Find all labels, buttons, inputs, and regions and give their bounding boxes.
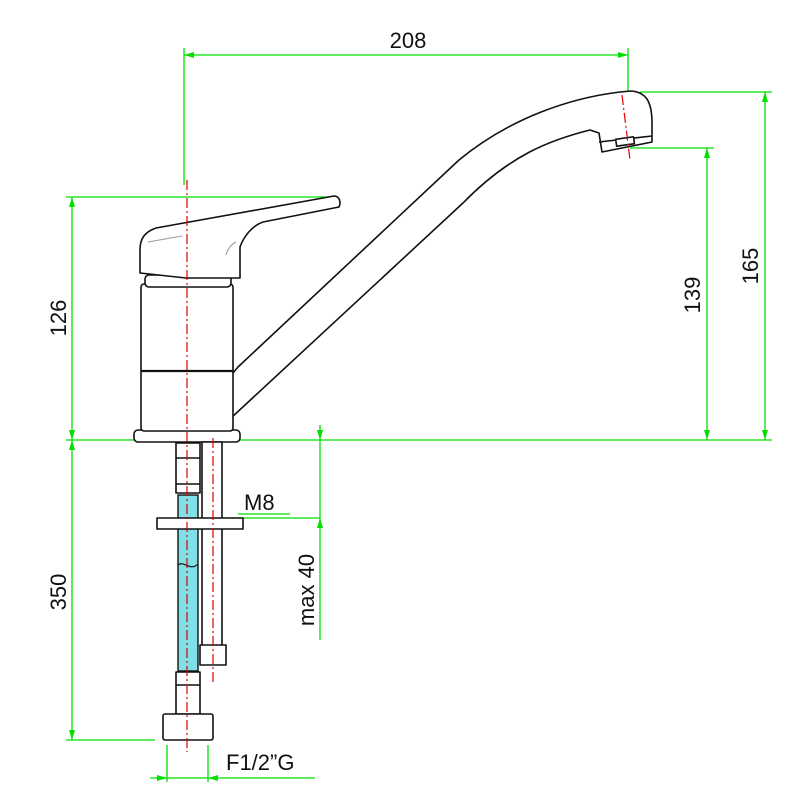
spout-height-top-label: 165 — [738, 248, 763, 285]
flexible-hose — [177, 494, 199, 672]
stud-thread-label: M8 — [244, 490, 275, 515]
width-label: 208 — [390, 28, 427, 53]
spout — [221, 90, 653, 419]
supply-hoses — [156, 94, 631, 752]
hose-length-label: 350 — [46, 574, 71, 611]
hose-connection-label: F1/2”G — [226, 750, 294, 775]
mounting-stud — [201, 441, 223, 648]
hose-top-nut — [175, 442, 201, 494]
mount-thickness-label: max 40 — [294, 554, 319, 626]
lever-handle — [139, 195, 341, 279]
hose-bottom-ferrule — [175, 671, 201, 715]
faucet — [133, 90, 653, 443]
hose-connector-nut — [162, 713, 214, 741]
spout-outlet-height-label: 139 — [680, 277, 705, 314]
lever-height-label: 126 — [46, 300, 71, 337]
washer-bar — [156, 517, 244, 530]
dimension-lines — [66, 48, 772, 782]
